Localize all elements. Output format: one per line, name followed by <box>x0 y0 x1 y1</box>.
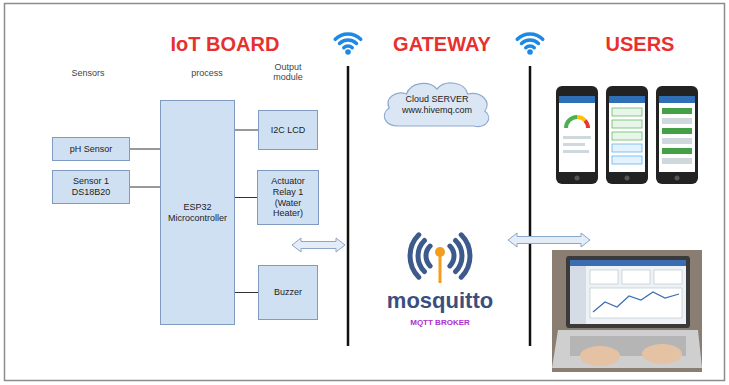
wifi-dot <box>527 49 533 55</box>
box-text: ESP32 Microcontroller <box>164 202 232 224</box>
broker-logo-text: mosquitto <box>375 288 505 313</box>
cloud-outline <box>384 83 488 127</box>
connector-line <box>130 149 160 150</box>
box-text: I2C LCD <box>261 125 315 136</box>
broker-caption: MQTT BROKER <box>385 318 495 327</box>
box-text: Sensor 1 DS18B20 <box>66 176 116 198</box>
output-box: I2C LCD <box>258 110 318 150</box>
connector-line <box>235 197 257 198</box>
phone-illustration <box>656 86 698 184</box>
section-heading: USERS <box>580 33 700 56</box>
gateway-line <box>529 66 532 346</box>
box-text: Actuator Relay 1 (Water Heater) <box>260 176 316 219</box>
section-heading: IoT BOARD <box>150 33 300 56</box>
column-label: Output module <box>266 62 310 83</box>
sensor-box: Sensor 1 DS18B20 <box>52 170 130 204</box>
column-label: process <box>172 68 242 78</box>
laptop-illustration <box>552 250 702 372</box>
phone-illustration <box>606 86 648 184</box>
sensor-box: pH Sensor <box>52 137 130 161</box>
double-arrow <box>508 233 590 247</box>
box-text: Buzzer <box>261 287 315 298</box>
column-label: Sensors <box>53 68 123 78</box>
box-text: pH Sensor <box>56 144 126 155</box>
section-heading: GATEWAY <box>377 33 507 56</box>
logo-dot <box>435 247 445 257</box>
microcontroller-box: ESP32 Microcontroller <box>160 100 235 325</box>
connector-line <box>235 130 258 131</box>
connector-line <box>235 292 258 293</box>
logo-antenna <box>439 256 442 283</box>
phone-illustration <box>556 86 598 184</box>
wifi-dot <box>345 49 351 55</box>
frame <box>5 4 725 381</box>
double-arrow <box>292 238 345 252</box>
wifi-icon <box>335 34 360 48</box>
output-box: Buzzer <box>258 265 318 320</box>
gateway-line <box>347 66 350 346</box>
cloud-server: Cloud SERVER www.hivemq.com <box>376 76 498 134</box>
box-text: Cloud SERVER www.hivemq.com <box>397 94 477 116</box>
output-box: Actuator Relay 1 (Water Heater) <box>257 170 319 225</box>
wifi-icon <box>517 34 542 48</box>
connector-line <box>130 187 160 188</box>
